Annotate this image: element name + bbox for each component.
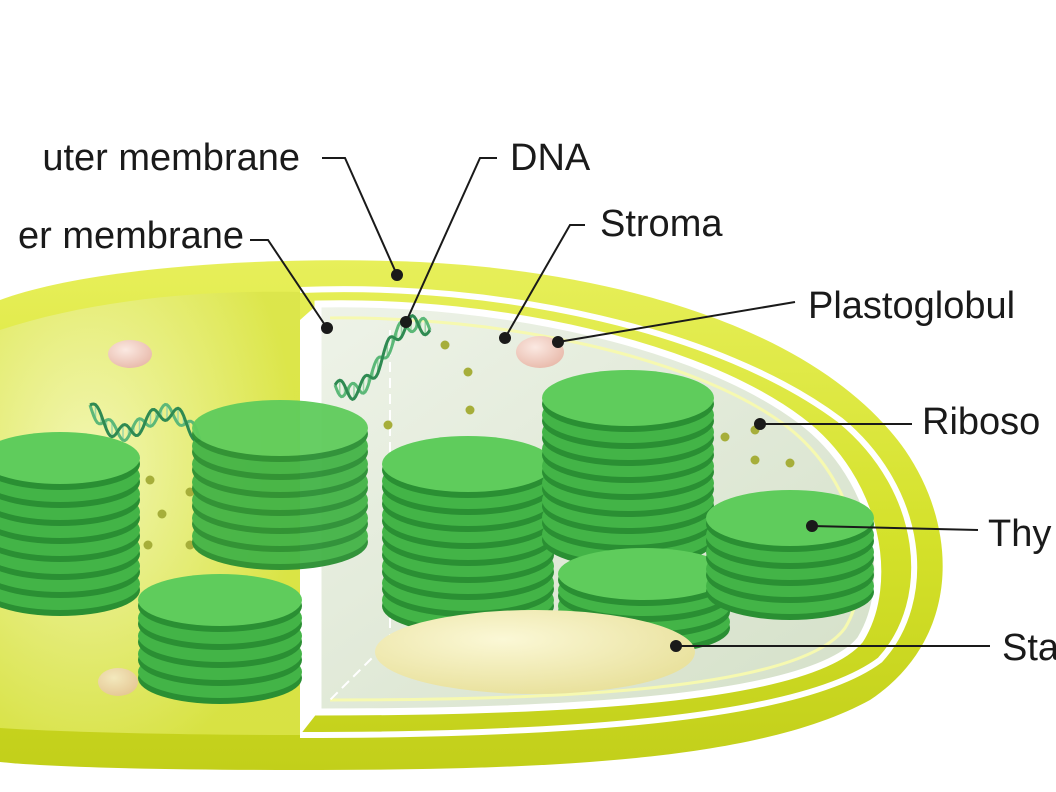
label-inner-membrane: er membrane <box>18 215 244 257</box>
ribosome-dot <box>383 420 393 430</box>
thylakoid-disc <box>706 490 874 546</box>
leader-plastoglobule <box>557 301 796 343</box>
granum-stack <box>542 370 714 568</box>
starch-grain <box>375 610 695 694</box>
label-starch: Sta <box>1002 627 1056 669</box>
ribosome-dot <box>143 540 153 550</box>
granum-stack <box>138 574 302 704</box>
thylakoid-disc <box>542 370 714 426</box>
thylakoid-disc <box>558 548 730 600</box>
ribosome-dot <box>157 509 167 519</box>
ribosome-dot <box>750 455 760 465</box>
granum-stack <box>0 432 140 616</box>
outer-membrane-line <box>299 286 918 738</box>
leader-stroma <box>504 224 585 339</box>
label-dna: DNA <box>510 137 591 179</box>
thylakoid-disc <box>138 574 302 626</box>
thylakoid-disc <box>0 432 140 484</box>
granum-stack <box>382 436 554 634</box>
granum-stack <box>706 490 874 620</box>
ribosomes <box>105 340 795 550</box>
dna-strand-right <box>333 314 432 401</box>
thylakoid-disc <box>382 436 554 492</box>
ribosome-dot <box>440 340 450 350</box>
ribosome-dot <box>720 432 730 442</box>
leader-outer-membrane <box>322 157 398 276</box>
leader-thylakoid <box>811 525 979 531</box>
plastoglobule-bottom <box>98 668 138 696</box>
label-ribosome: Riboso <box>922 401 1040 443</box>
leader-lines <box>250 157 990 652</box>
dna-strand-left <box>88 402 202 443</box>
ribosome-dot <box>463 367 473 377</box>
leader-dna <box>405 157 497 323</box>
leader-inner-membrane <box>250 239 328 329</box>
label-stroma: Stroma <box>600 203 723 245</box>
label-outer-membrane: uter membrane <box>42 137 300 179</box>
label-thylakoid: Thy <box>988 513 1051 555</box>
ribosome-dot <box>465 405 475 415</box>
granum-stack <box>192 400 368 570</box>
plastoglobule-left <box>108 340 152 368</box>
ribosome-dot <box>145 475 155 485</box>
plastoglobule <box>516 336 564 368</box>
thylakoid-disc <box>192 400 368 456</box>
label-plastoglobule: Plastoglobul <box>808 285 1015 327</box>
grana-stacks <box>0 370 874 704</box>
ribosome-dot <box>785 458 795 468</box>
